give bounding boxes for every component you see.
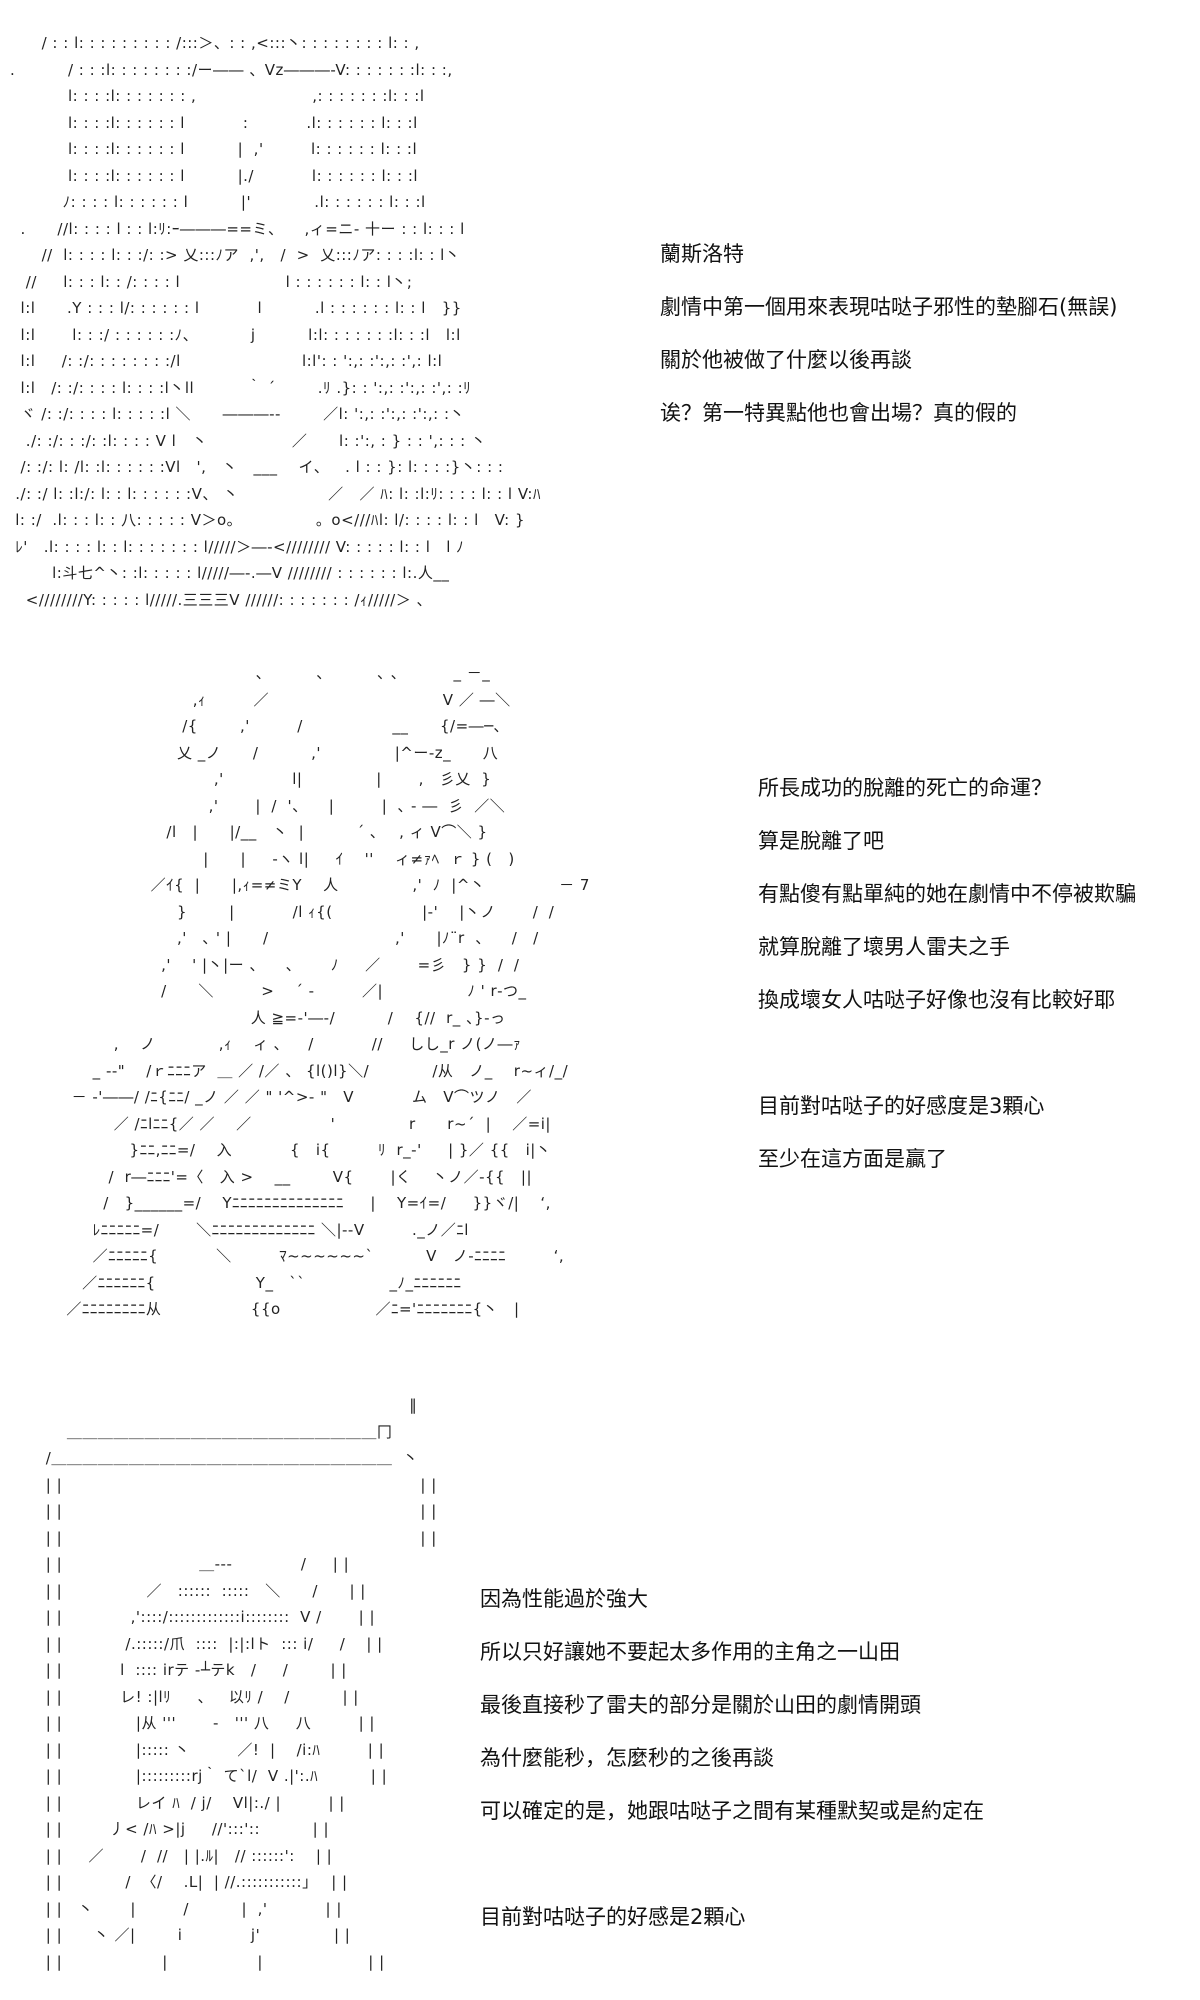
ascii-art-line: ‖ — [30, 1396, 418, 1414]
commentary-line: 诶？第一特異點他也會出場？真的假的 — [660, 401, 1017, 425]
commentary-line: 目前對咕哒子的好感是2顆心 — [480, 1905, 746, 1929]
ascii-art-line: | | |::::: 丶 ／! | /i:ﾊ | | — [30, 1740, 385, 1759]
ascii-art-line: / }______=/ Yﾆﾆﾆﾆﾆﾆﾆﾆﾆﾆﾆﾆﾆﾆ | Y=ｲ=/ }}ヾ/… — [40, 1194, 551, 1212]
ascii-art-line: | | ＿-‐- / | | — [30, 1555, 350, 1573]
ascii-art-line: ./: :/ l: :l:/: l: : l: : : : : :V、 丶 ／ … — [10, 484, 541, 503]
ascii-art-line: /＿＿＿＿＿＿＿＿＿＿＿＿＿＿＿＿＿＿＿＿＿＿ 丶 — [30, 1449, 419, 1467]
ascii-art-line: ﾚﾆﾆﾆﾆﾆ=/ ＼ﾆﾆﾆﾆﾆﾆﾆﾆﾆﾆﾆﾆﾆ ＼|‐-V ._ノ／ﾆl — [40, 1220, 469, 1239]
ascii-art-line: ／ﾆﾆﾆﾆﾆﾆ{ Y_ `` _ﾉ_ﾆﾆﾆﾆﾆﾆ — [40, 1273, 462, 1292]
ascii-art-line: | | レ! :|lﾘ 、 以ﾘ / / | | — [30, 1687, 359, 1706]
ascii-art-line: | | | | | | — [30, 1952, 385, 1971]
ascii-art-line: /: :/: l: /l: :l: : : : : :Vl ', 丶 ___ イ… — [10, 458, 504, 476]
ascii-art-line: | | ／ / // | |.ﾙ| // ::::::': | | — [30, 1846, 333, 1865]
ascii-art-line: / : : l: : : : : : : : : /:::＞、: : ,<:::… — [10, 34, 420, 52]
ascii-art-line: . //l: : : : l : : l:ﾘ:ｰ―――==ミ、 ,ィ=ニ- 十ー… — [10, 219, 465, 238]
ascii-art-line: | | 丿< /ﾊ >|j //':::':: | | — [30, 1820, 330, 1838]
ascii-art-lancelot: / : : l: : : : : : : : : /:::＞、: : ,<:::… — [10, 30, 541, 613]
commentary-line: 算是脫離了吧 — [758, 829, 884, 853]
ascii-art-line: ､ ､ ､ 、 _ －_ — [40, 664, 491, 682]
commentary-line: 所長成功的脫離的死亡的命運？ — [758, 776, 1052, 800]
ascii-art-line: / ＼ > ´ ‐ ／| ﾉ ' r‐つ_ — [40, 982, 527, 1000]
ascii-art-line: ／ /ﾆlﾆﾆ{／ ／ ／ ' r r~´ | ／=i| — [40, 1114, 551, 1133]
ascii-art-line: ／ﾆﾆﾆﾆﾆ{ ＼ ﾏ~~~~~~` V ノ-ﾆﾆﾆﾆ ‘, — [40, 1247, 565, 1265]
ascii-art-line: l: :/ .l: : : l: : 八: : : : : V＞o。 。o<//… — [10, 511, 526, 529]
ascii-art-line: | | ‐ヽ l| ｲ '' ィ≠ｧﾍ ｒ } ( ) — [40, 849, 515, 868]
ascii-art-line: l: : : :l: : : : : : l |./ l: : : : : : … — [10, 166, 419, 185]
commentary-line: 最後直接秒了雷夫的部分是關於山田的劇情開頭 — [480, 1693, 921, 1717]
commentary-line: 換成壞女人咕哒子好像也沒有比較好耶 — [758, 988, 1115, 1012]
ascii-art-line: l:l .Y : : : l/: : : : : : l l .l : : : … — [10, 299, 462, 317]
ascii-art-line: / r―ﾆﾆﾆ'=〈 入 > __ V{ |く 丶ノ／-{{ || — [40, 1167, 533, 1186]
ascii-art-director: ､ ､ ､ 、 _ －_ ,ｨ ／ V ／ ―＼ /{ ,' / __ {/=―… — [40, 660, 590, 1323]
commentary-line: 有點傻有點單純的她在劇情中不停被欺騙 — [758, 882, 1136, 906]
ascii-art-line: l:l /: :/: : : : : : : :/l l:l': : ':,: … — [10, 352, 443, 370]
ascii-art-line: | | | | — [30, 1528, 437, 1547]
ascii-art-line: l: : : :l: : : : : : l : .l: : : : : : l… — [10, 113, 418, 132]
ascii-art-line: | | |从 ''' ‐ ''' 八 八 | | — [30, 1714, 375, 1732]
ascii-art-line: ,' l| | , 彡乂 } — [40, 770, 492, 788]
ascii-art-line: l:l /: :/: : : : l: : : :l丶ll ｀ ´ .ﾘ .}:… — [10, 378, 472, 397]
ascii-art-line: ／ﾆﾆﾆﾆﾆﾆﾆﾆ从 {{o ／ﾆ='ﾆﾆﾆﾆﾆﾆﾆ{丶 | — [40, 1300, 520, 1318]
ascii-art-line: /l | |/__ 丶 | ´ ､ , ィ V⌒＼ } — [40, 823, 488, 841]
commentary-line: 為什麼能秒，怎麼秒的之後再談 — [480, 1746, 774, 1770]
ascii-art-line: ／ｲ{ | |,ｨ=≠ミY 人 ,' ﾉ |^丶 － 7 — [40, 876, 590, 894]
commentary-line: 蘭斯洛特 — [660, 242, 744, 266]
commentary-director: 所長成功的脫離的死亡的命運？ 算是脫離了吧有點傻有點單純的她在劇情中不停被欺騙就算… — [758, 762, 1136, 1186]
ascii-art-line: _ -‐" /ｒﾆﾆﾆア ＿ ／ /／ 、 {l()l}＼/ /从 ノ_ r~ィ… — [40, 1061, 569, 1080]
ascii-art-line: ./: :/: : :/: :l: : : : V l 丶 ／ l: :':, … — [10, 431, 487, 450]
ascii-art-line: , ノ ,ｨ ィ ､ / // しし_r ノ(ノ―ｧ — [40, 1035, 521, 1053]
ascii-art-yamada: ‖ ＿＿＿＿＿＿＿＿＿＿＿＿＿＿＿＿＿＿＿＿冂 /＿＿＿＿＿＿＿＿＿＿＿＿＿＿＿… — [30, 1392, 437, 1975]
ascii-art-line: // l: : : l: : /: : : : l l : : : : : : … — [10, 272, 413, 291]
ascii-art-line: ﾚ' .l: : : : l: : l: : : : : : : l/////＞… — [10, 537, 465, 556]
ascii-art-line: ,ｨ ／ V ／ ―＼ — [40, 690, 511, 709]
ascii-art-line: | | 丶 ／| i j' | | — [30, 1926, 351, 1944]
commentary-line: 至少在這方面是贏了 — [758, 1147, 947, 1171]
commentary-yamada: 因為性能過於強大所以只好讓她不要起太多作用的主角之一山田最後直接秒了雷夫的部分是… — [480, 1573, 984, 1944]
ascii-art-line: // l: : : : l: : :/: :> 乂:::ﾉア ,', / > 乂… — [10, 246, 461, 264]
commentary-line: 因為性能過於強大 — [480, 1587, 648, 1611]
ascii-art-line: ﾉ: : : : l: : : : : : l |' .l: : : : : :… — [10, 193, 426, 211]
commentary-line — [480, 1838, 984, 1891]
ascii-art-line: | | /.:::::/爪 :::: |:|:lト ::: i/ / | | — [30, 1634, 383, 1653]
ascii-art-line: ,' | / '、 | | ､ ‐ ― 彡 ／＼ — [40, 796, 506, 815]
ascii-art-line: l: : : :l: : : : : : : , ,: : : : : : :l… — [10, 87, 425, 105]
commentary-line: 可以確定的是，她跟咕哒子之間有某種默契或是約定在 — [480, 1799, 984, 1823]
ascii-art-line: | | | | — [30, 1475, 437, 1494]
commentary-line — [758, 1027, 1136, 1080]
ascii-art-line: － ‐'――/ /ﾆ{ﾆﾆ/ _ノ ／ ／ " '^>- " V ム V⌒ツノ … — [40, 1088, 532, 1106]
ascii-art-line: | | / 〈/ .L| | //.:::::::::::｣ | | — [30, 1873, 348, 1891]
ascii-art-line: } | /l ｨ{( |-' |丶ノ / / — [40, 902, 555, 921]
ascii-art-line: /{ ,' / __ {/=―─､ — [40, 717, 502, 735]
ascii-art-line: | | ,'::::/:::::::::::::i:::::::: V / | … — [30, 1608, 375, 1626]
commentary-line: 就算脫離了壞男人雷夫之手 — [758, 935, 1010, 959]
ascii-art-line: ,' ､ ' | / ,' |ﾉ¨r 、 / / — [40, 929, 539, 947]
ascii-art-line: 人 ≧=‐'―‐/ / {// r_ 、}‐っ — [40, 1008, 506, 1027]
ascii-art-line: l: : : :l: : : : : : l | ,' l: : : : : :… — [10, 140, 418, 158]
ascii-art-line: }ﾆﾆ,ﾆﾆ=/ 入 { i{ ﾘ r_‐' | }／ {{ i|丶 — [40, 1141, 552, 1159]
ascii-art-line: | | | | — [30, 1502, 437, 1520]
ascii-art-line: <////////Y: : : : : l/////.三三三V //////: … — [10, 590, 432, 609]
commentary-line: 目前對咕哒子的好感度是3顆心 — [758, 1094, 1045, 1118]
ascii-art-line: 乂 _ノ / ,' |^ー-z_ 八 — [40, 743, 499, 762]
ascii-art-line: . / : : :l: : : : : : : :/ー―― 、Vz―――-V: … — [10, 60, 453, 79]
commentary-line: 劇情中第一個用來表現咕哒子邪性的墊腳石(無誤) — [660, 295, 1118, 319]
ascii-art-line: | | 丶 | / | ,' | | — [30, 1899, 342, 1918]
ascii-art-line: | | |:::::::::rj｀ て`l/ V .|':.ﾊ | | — [30, 1767, 388, 1785]
ascii-art-line: l:斗七^丶: :l: : : : : l/////―-.―V ////////… — [10, 564, 450, 582]
ascii-art-line: | | l :::: irテ ‐┴テk / / | | — [30, 1661, 347, 1679]
commentary-line: 所以只好讓她不要起太多作用的主角之一山田 — [480, 1640, 900, 1664]
commentary-lancelot: 蘭斯洛特劇情中第一個用來表現咕哒子邪性的墊腳石(無誤) 關於他被做了什麼以後再談诶… — [660, 228, 1117, 440]
ascii-art-line: ,' ' |丶|ー 、 ､ ﾉ ／ =彡 } } / / — [40, 955, 520, 974]
ascii-art-line: | | レイ ﾊ / j/ Vl|:./ | | | — [30, 1793, 345, 1812]
ascii-art-line: ＿＿＿＿＿＿＿＿＿＿＿＿＿＿＿＿＿＿＿＿冂 — [30, 1422, 393, 1441]
ascii-art-line: ヾ /: :/: : : : l: : : : :l ＼ ―――‐‐ ／l: '… — [10, 405, 466, 423]
ascii-art-line: | | ／ :::::: ::::: ＼ / | | — [30, 1581, 366, 1600]
ascii-art-line: l:l l: : :/ : : : : : :ﾉ、 j l:l: : : : :… — [10, 325, 461, 344]
commentary-line: 關於他被做了什麼以後再談 — [660, 348, 912, 372]
